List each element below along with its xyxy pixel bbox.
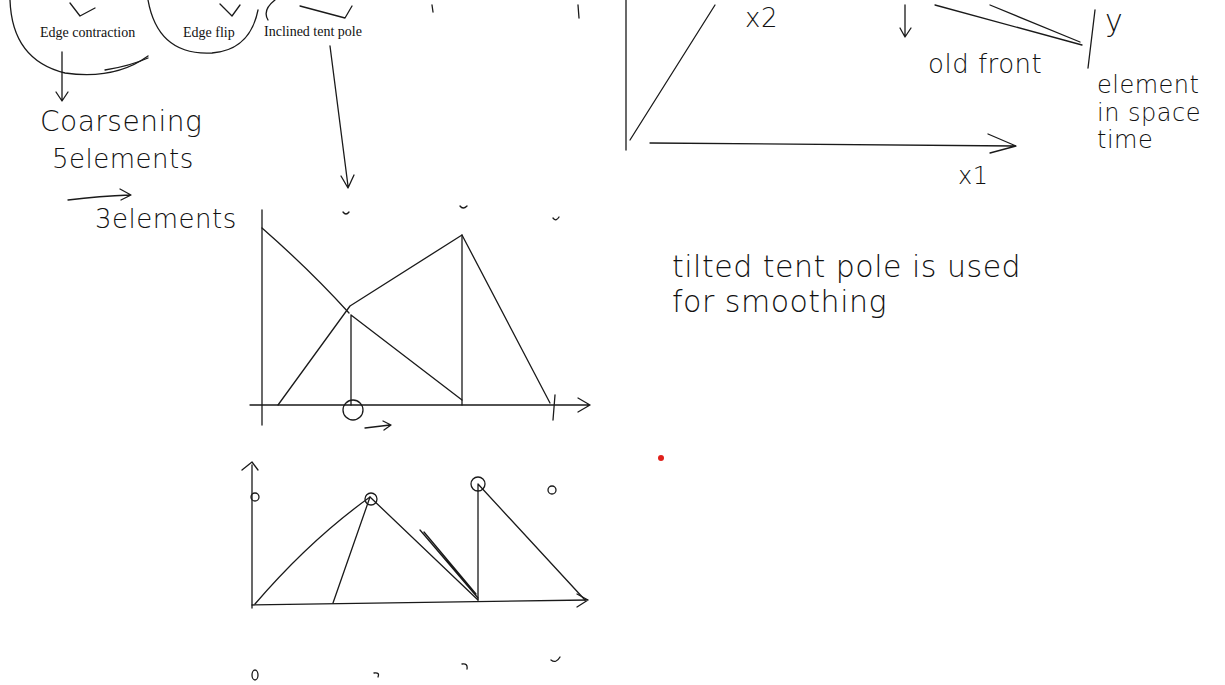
leader-arrow (68, 189, 131, 200)
vertex-mark (251, 493, 259, 501)
figure-caption: Inclined tent pole (264, 24, 362, 40)
figure-caption: Edge contraction (40, 25, 135, 41)
handwritten-note: old front (928, 50, 1042, 80)
axis (242, 462, 258, 608)
tent-pole (333, 497, 370, 603)
tent-pole (478, 484, 585, 600)
leader-arrow (56, 52, 68, 101)
vertex-circle (471, 477, 485, 491)
vertex-mark (252, 670, 258, 680)
vertex-mark (374, 657, 560, 677)
axis (252, 594, 588, 607)
circling-arc (10, 0, 148, 75)
handwritten-note: tilted tent pole is used for smoothing (672, 250, 1052, 319)
tick (553, 395, 555, 420)
axis (261, 210, 262, 425)
handwritten-note: 5elements (52, 145, 194, 175)
front-line (935, 5, 1082, 45)
mesh-edge (255, 497, 478, 604)
circling-arc (148, 0, 258, 53)
vertex-mark (548, 486, 556, 494)
handwritten-note: x1 (958, 163, 988, 191)
leader-arrow (330, 46, 354, 188)
mesh-edge (351, 315, 462, 405)
axis (650, 134, 1016, 153)
move-arrow (365, 421, 391, 430)
circling-arc (105, 58, 148, 70)
axis (625, 0, 626, 150)
handwritten-note: y (1105, 4, 1123, 39)
vertex-mark (343, 206, 559, 220)
vertex-circle (365, 493, 377, 505)
figure-fragment (70, 3, 352, 18)
hatch-line (420, 530, 478, 598)
mesh-edge (262, 228, 349, 313)
pointer-dot (658, 455, 664, 461)
leader-arrow (900, 5, 911, 37)
handwritten-note: 3elements (95, 205, 237, 235)
mesh-edge (630, 5, 715, 140)
handwritten-note: Coarsening (40, 106, 202, 138)
figure-caption: Edge flip (183, 25, 235, 41)
front-line (1088, 10, 1095, 68)
tick (432, 5, 579, 18)
handwritten-note: element in space time (1097, 72, 1215, 155)
vertex-circle (343, 400, 363, 420)
circling-arc (266, 0, 275, 20)
axis (250, 398, 590, 412)
handwritten-note: x2 (745, 4, 778, 34)
mesh-edge (278, 235, 550, 405)
tent-pole (461, 235, 462, 405)
